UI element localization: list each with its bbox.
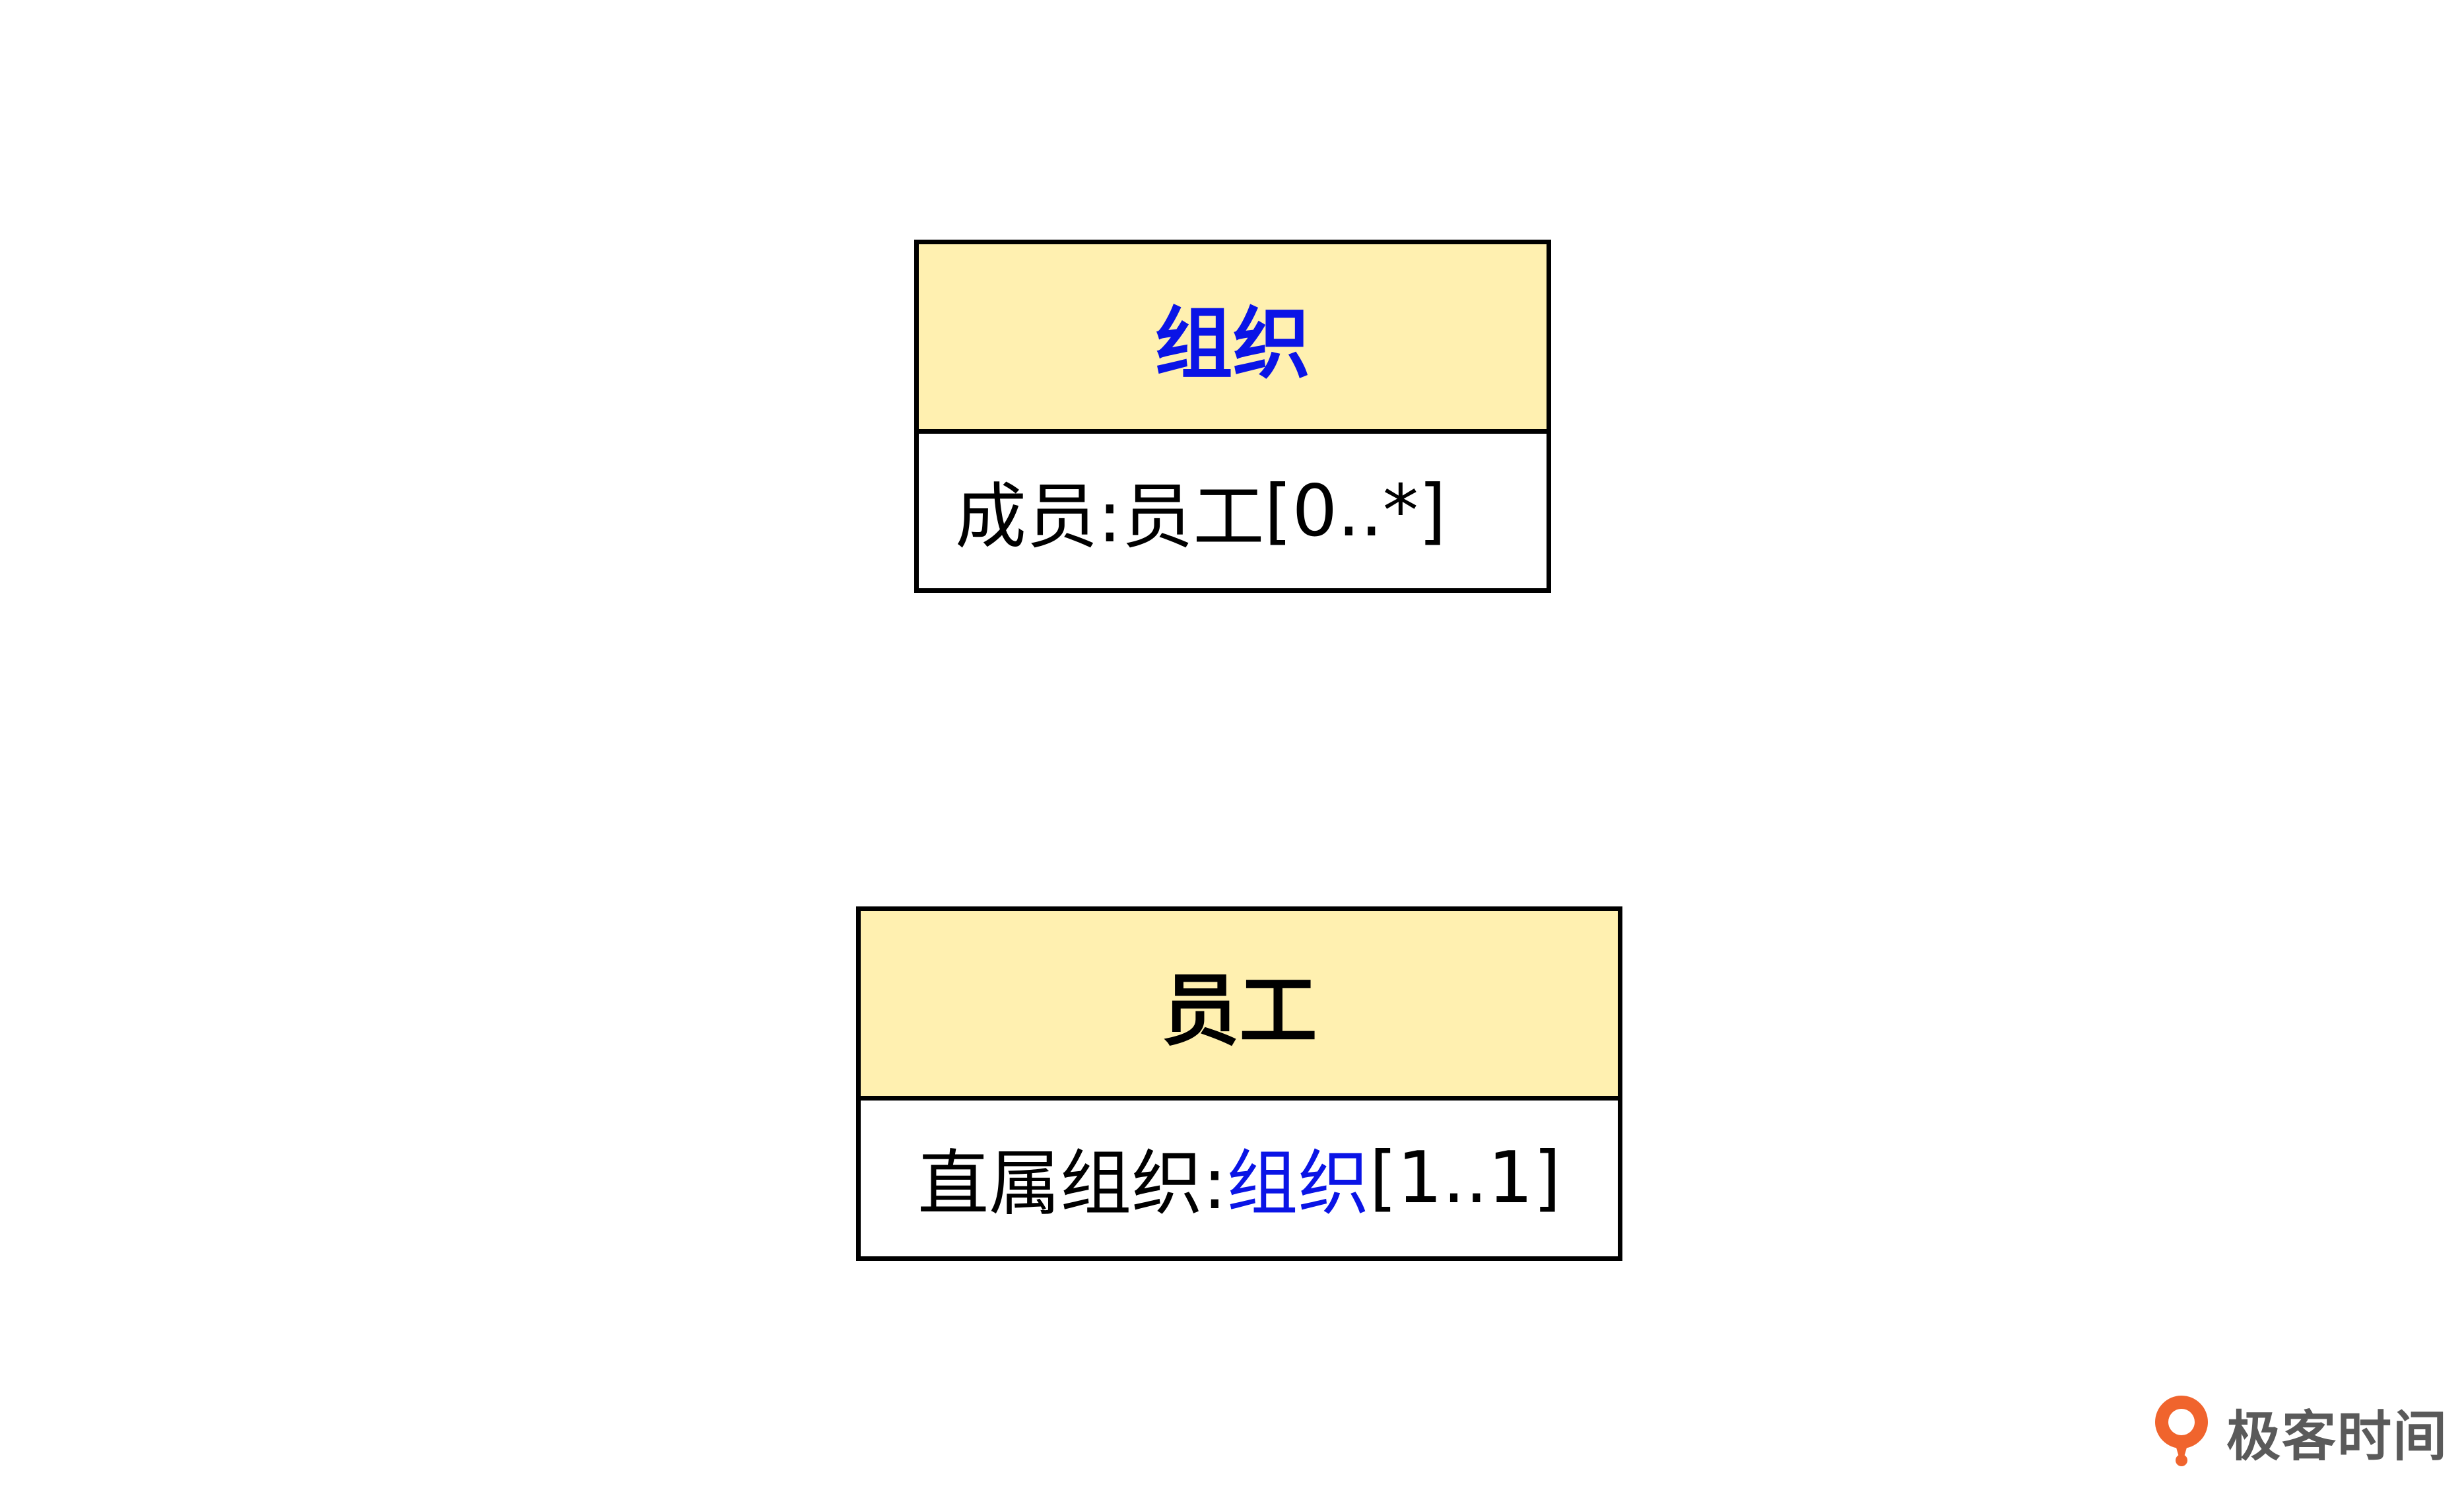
class-attribute-employee: 直属组织: 组织 [1..1] [861,1101,1618,1255]
attribute-type-organization: 组织 [1226,1143,1370,1225]
class-attribute-organization: 成员: 员工 [0..*] [919,434,1547,588]
attribute-multiplicity-members: [0..*] [1264,469,1447,553]
attribute-name-direct-org: 直属组织: [917,1143,1227,1225]
class-header-organization: 组织 [919,244,1547,434]
attribute-multiplicity-direct-org: [1..1] [1369,1136,1561,1219]
class-name-organization: 组织 [1154,298,1311,390]
brand-logo: 极客时间 [2148,1392,2448,1471]
class-box-employee: 员工 直属组织: 组织 [1..1] [856,906,1622,1261]
brand-name: 极客时间 [2226,1405,2449,1468]
class-header-employee: 员工 [861,911,1618,1101]
attribute-type-employee: 员工 [1121,476,1265,559]
geektime-logo-icon [2155,1396,2208,1466]
class-name-employee: 员工 [1161,965,1317,1056]
attribute-name-members: 成员: [955,476,1122,559]
class-box-organization: 组织 成员: 员工 [0..*] [914,240,1551,593]
